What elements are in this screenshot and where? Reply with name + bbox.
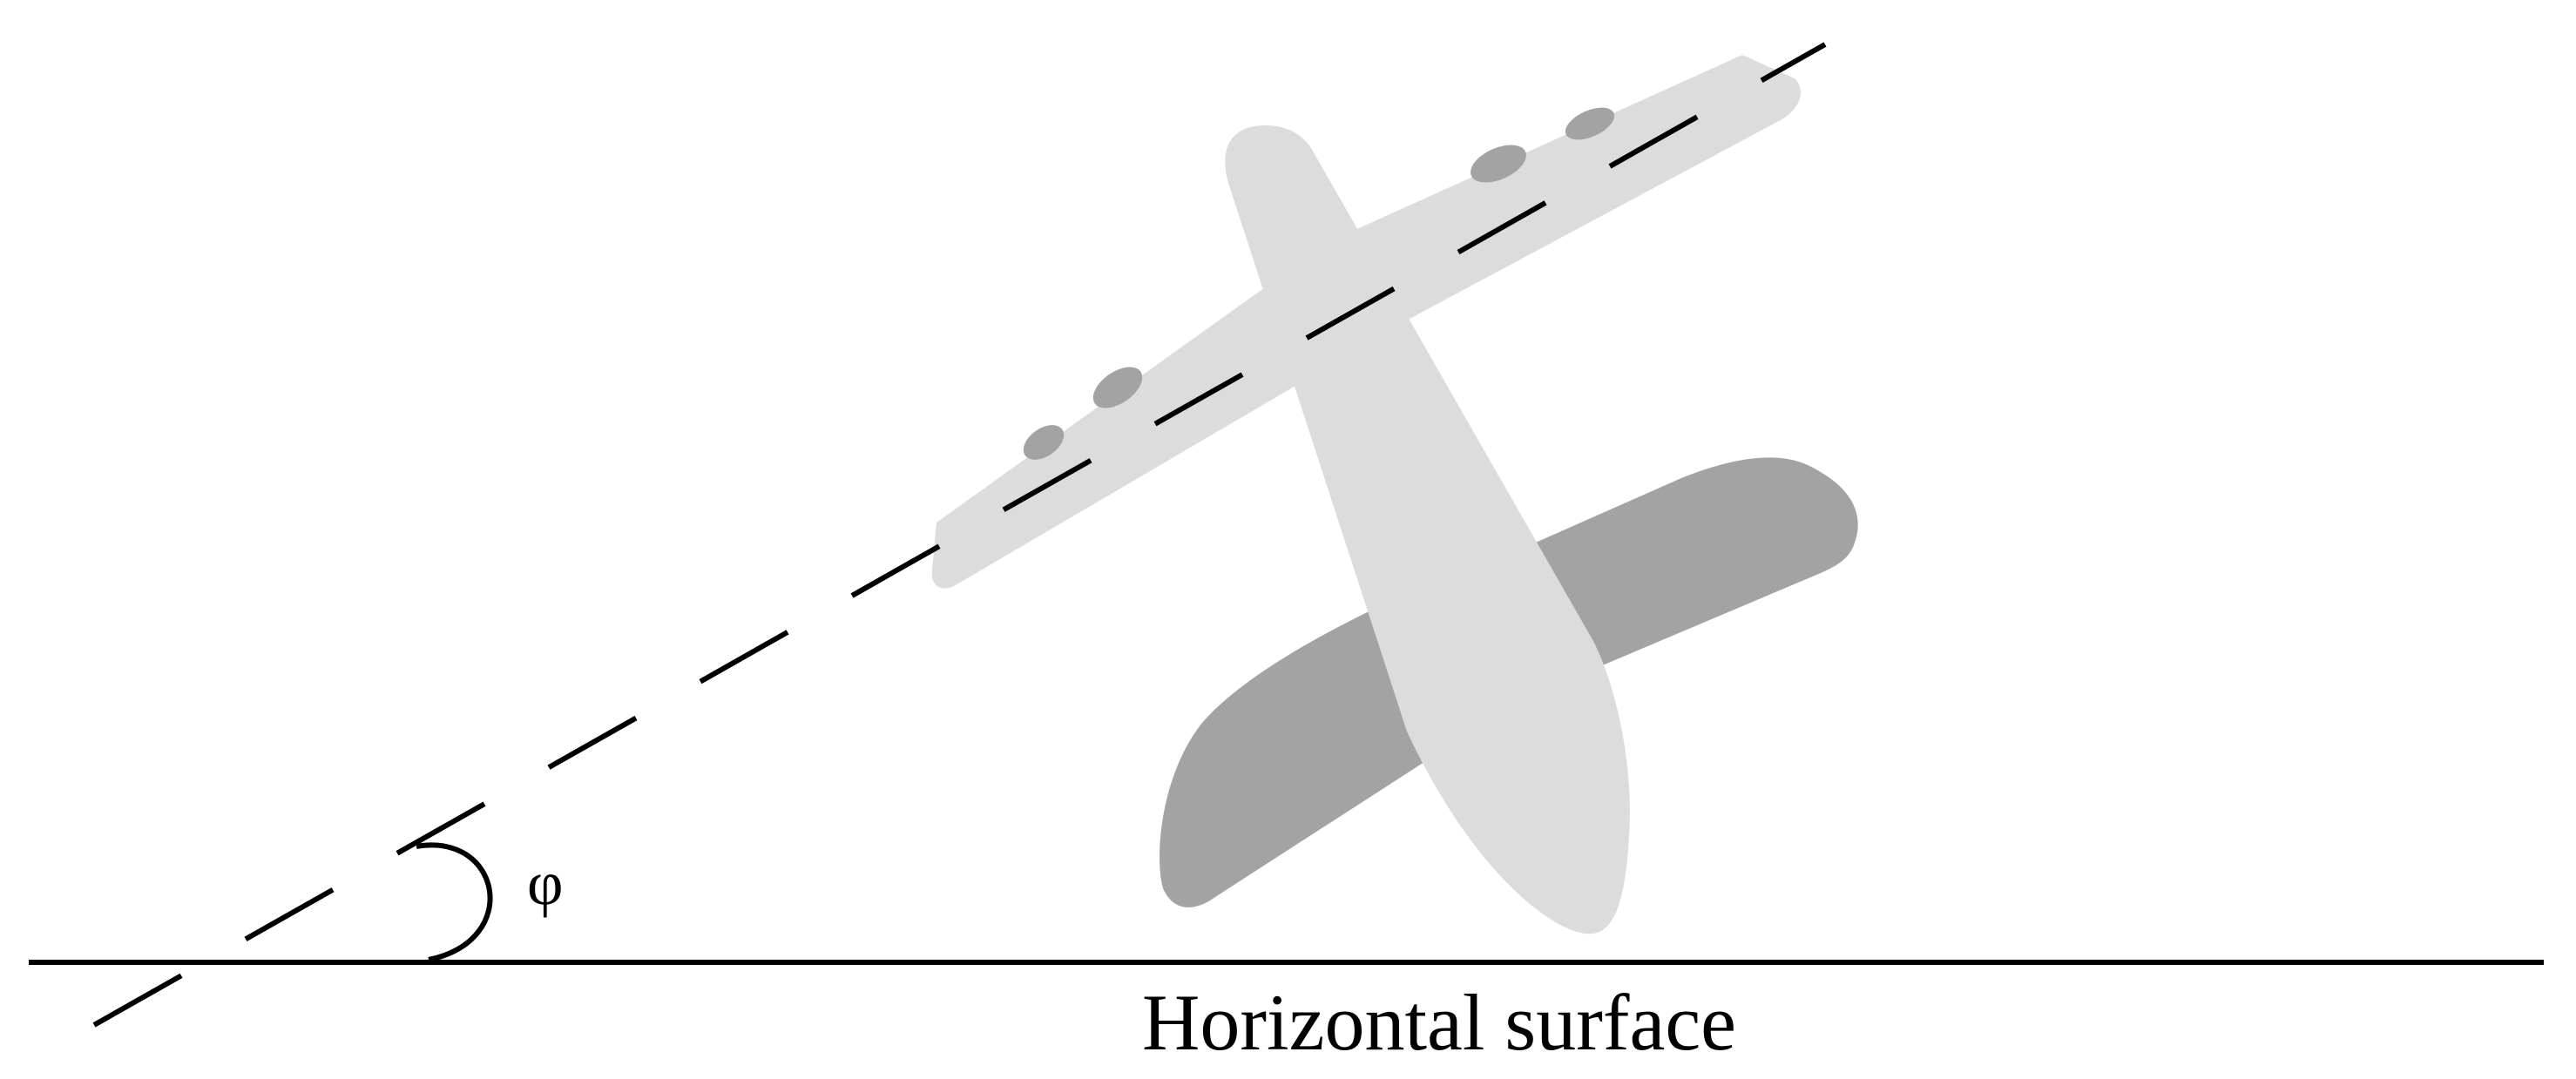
angle-arc xyxy=(416,842,493,962)
surface-label: Horizontal surface xyxy=(1142,978,1736,1067)
dashed-axis-line xyxy=(92,42,1827,1028)
angle-label: φ xyxy=(527,848,564,918)
engine-nacelle-3 xyxy=(1471,145,1526,183)
aircraft-wing xyxy=(931,55,1802,589)
engine-nacelle-4 xyxy=(1565,107,1615,140)
engine-nacelle-1 xyxy=(1023,425,1065,460)
engine-nacelle-2 xyxy=(1092,367,1143,408)
